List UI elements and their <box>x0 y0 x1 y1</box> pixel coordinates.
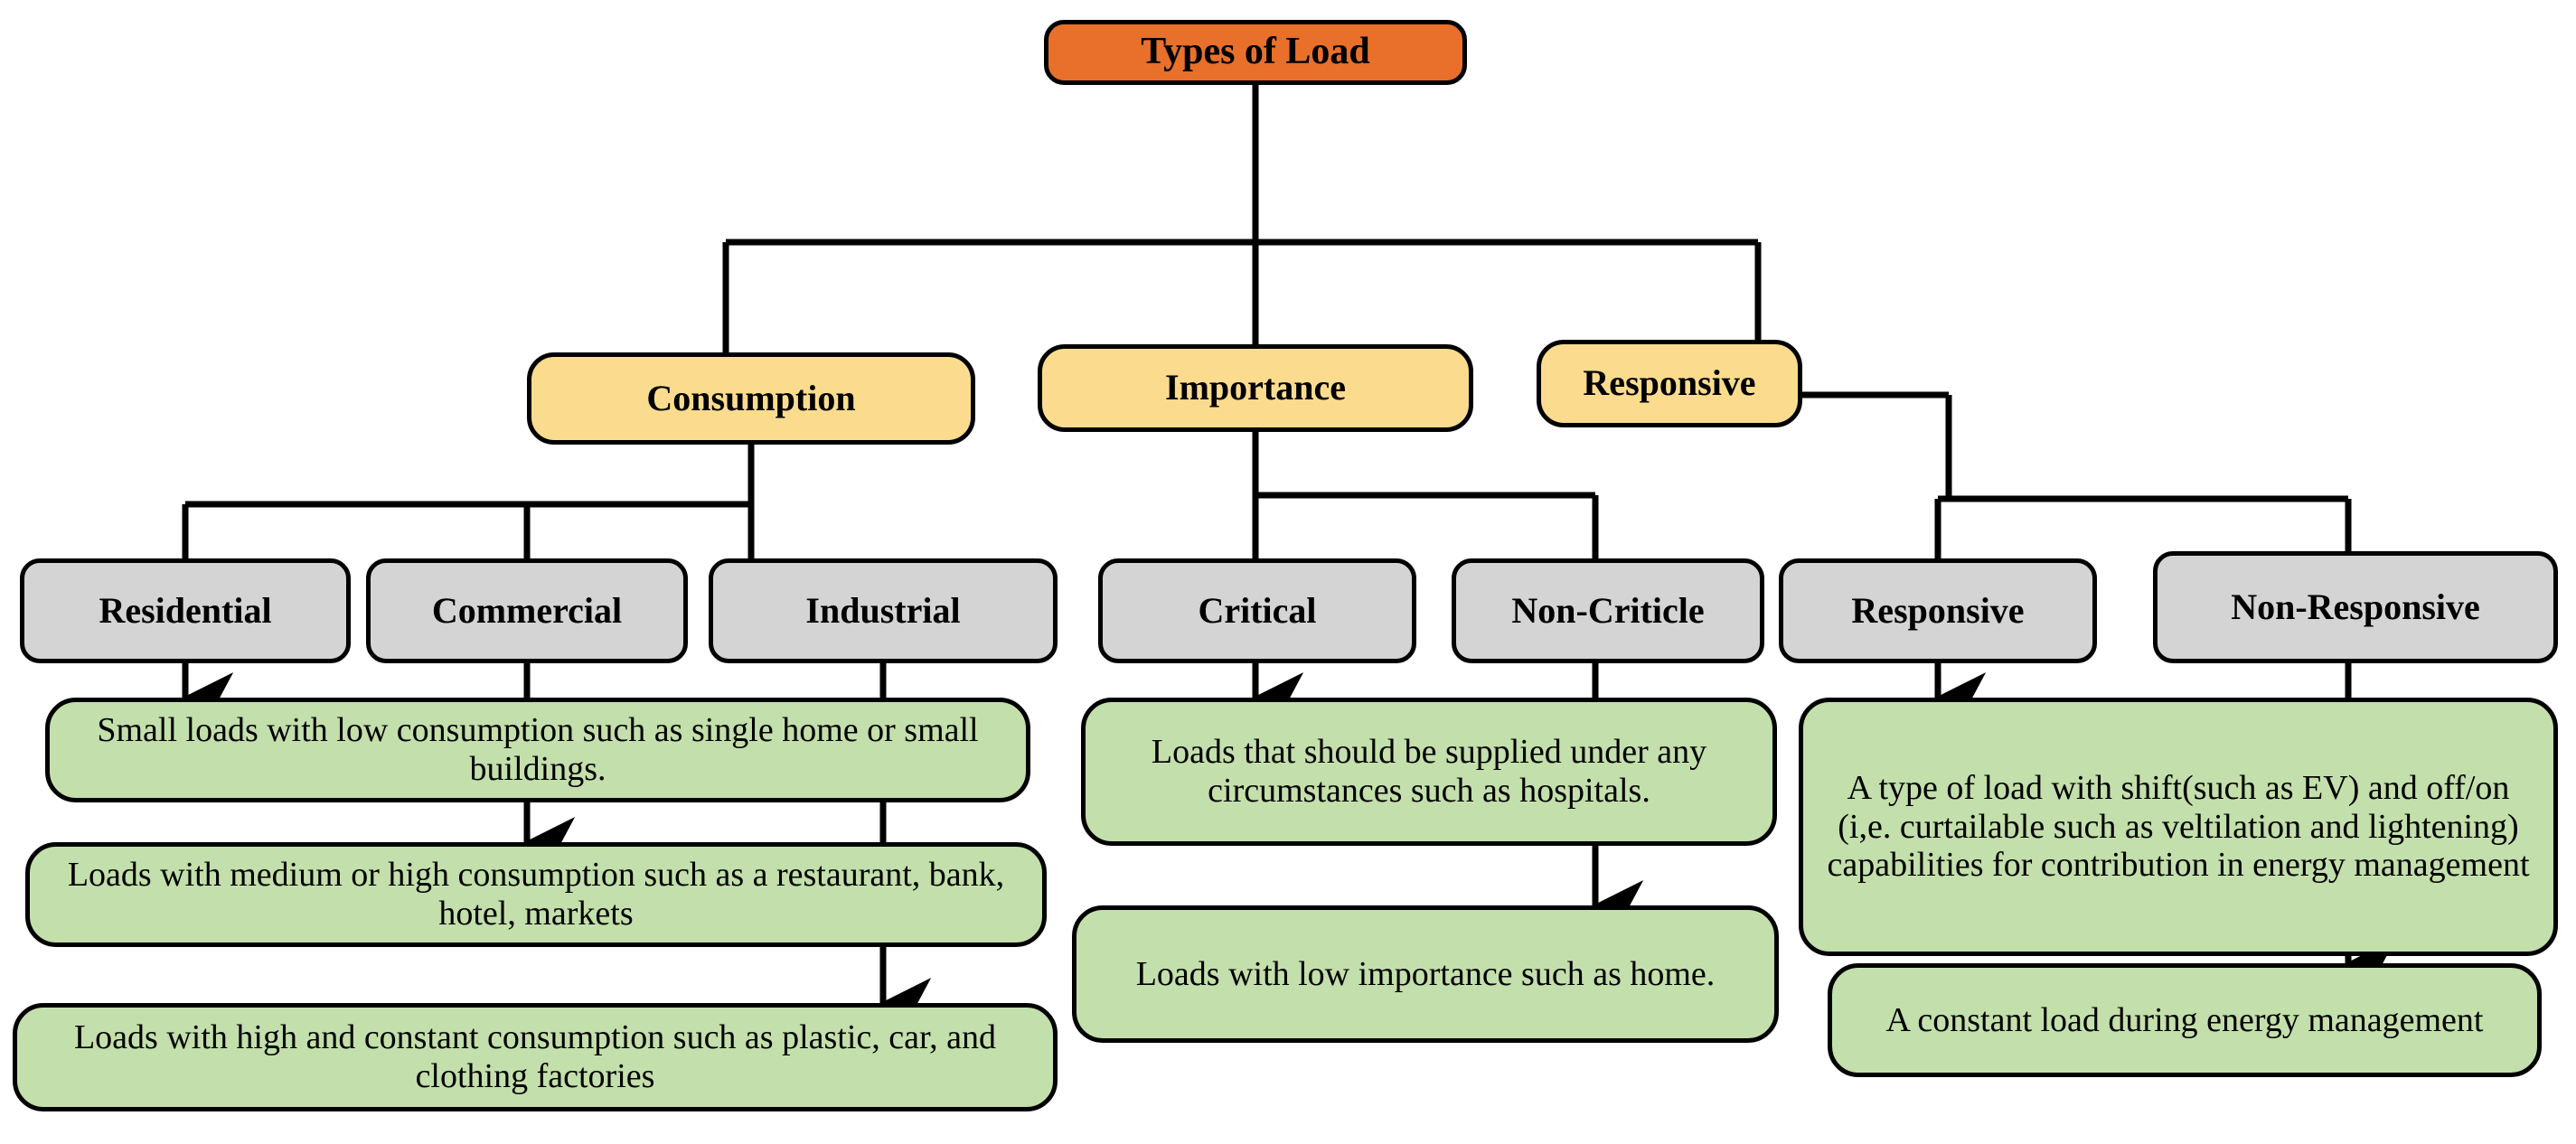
desc-non-criticle: Loads with low importance such as home. <box>1072 905 1779 1043</box>
node-label: Critical <box>1198 589 1317 631</box>
node-label: Consumption <box>646 377 856 418</box>
node-consumption[interactable]: Consumption <box>527 352 975 445</box>
node-commercial[interactable]: Commercial <box>366 558 688 663</box>
desc-text: Small loads with low consumption such as… <box>97 711 979 788</box>
node-label: Industrial <box>805 589 961 631</box>
node-label: Types of Load <box>1141 31 1370 73</box>
node-label: Non-Criticle <box>1511 589 1705 631</box>
desc-industrial: Loads with high and constant consumption… <box>13 1003 1058 1111</box>
desc-commercial: Loads with medium or high consumption su… <box>25 842 1047 947</box>
node-non-criticle[interactable]: Non-Criticle <box>1452 558 1764 663</box>
node-responsive-category[interactable]: Responsive <box>1537 340 1802 427</box>
node-label: Commercial <box>431 589 623 631</box>
desc-responsive: A type of load with shift(such as EV) an… <box>1799 698 2558 956</box>
node-types-of-load[interactable]: Types of Load <box>1044 20 1467 85</box>
node-responsive-leaf[interactable]: Responsive <box>1779 558 2097 663</box>
node-label: Responsive <box>1583 362 1756 404</box>
node-label: Importance <box>1165 367 1346 408</box>
desc-non-responsive: A constant load during energy management <box>1828 963 2542 1077</box>
node-critical[interactable]: Critical <box>1098 558 1416 663</box>
desc-text: Loads that should be supplied under any … <box>1151 733 1707 810</box>
node-label: Responsive <box>1851 589 2025 631</box>
node-industrial[interactable]: Industrial <box>709 558 1058 663</box>
node-label: Non-Responsive <box>2231 586 2480 627</box>
node-label: Residential <box>99 589 272 631</box>
desc-text: Loads with high and constant consumption… <box>73 1018 997 1095</box>
desc-residential: Small loads with low consumption such as… <box>45 698 1030 802</box>
node-importance[interactable]: Importance <box>1038 344 1473 432</box>
desc-text: A constant load during energy management <box>1885 1000 2484 1039</box>
desc-critical: Loads that should be supplied under any … <box>1081 698 1777 846</box>
desc-text: Loads with low importance such as home. <box>1135 954 1716 993</box>
desc-text: Loads with medium or high consumption su… <box>67 856 1005 933</box>
desc-text: A type of load with shift(such as EV) an… <box>1827 769 2530 885</box>
node-non-responsive[interactable]: Non-Responsive <box>2153 551 2558 663</box>
node-residential[interactable]: Residential <box>20 558 351 663</box>
